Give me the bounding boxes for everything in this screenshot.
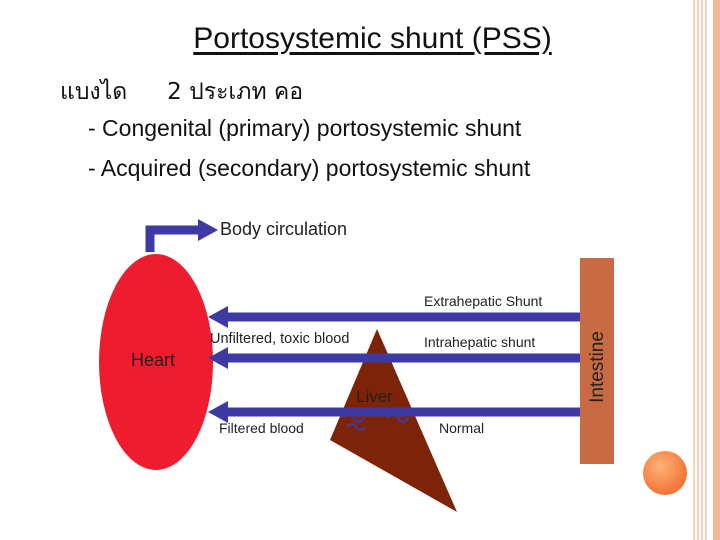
extrahepatic-arrowhead: [208, 306, 228, 328]
unfiltered-blood-label: Unfiltered, toxic blood: [210, 331, 349, 347]
normal-label: Normal: [439, 420, 484, 436]
decorative-orb: [643, 451, 687, 495]
slide-border-decoration: [693, 0, 720, 540]
extrahepatic-shunt-label: Extrahepatic Shunt: [424, 293, 542, 309]
heart-label: Heart: [131, 350, 175, 370]
intrahepatic-arrowhead: [208, 347, 228, 369]
subtitle-part-2: 2 ประเภท คอ: [167, 79, 304, 105]
filtered-blood-label: Filtered blood: [219, 420, 304, 436]
body-circulation-arrow: [145, 225, 200, 252]
intestine-label: Intestine: [587, 331, 608, 403]
body-circulation-label: Body circulation: [220, 219, 347, 239]
bullet-congenital: - Congenital (primary) portosystemic shu…: [88, 115, 522, 141]
intrahepatic-shunt-label: Intrahepatic shunt: [424, 334, 535, 350]
slide-title: Portosystemic shunt (PSS): [193, 22, 552, 55]
body-circulation-arrowhead: [198, 219, 218, 241]
liver-label: Liver: [356, 387, 393, 406]
subtitle-part-1: แบงได: [60, 79, 128, 105]
slide-subtitle: แบงได 2 ประเภท คอ: [60, 74, 303, 110]
liver-filter-squiggle-left: [343, 413, 366, 431]
normal-arrowhead: [208, 401, 228, 423]
liver-shape: [330, 329, 457, 512]
intestine-bar: [580, 258, 614, 464]
liver-filter-squiggle-right: [387, 413, 409, 423]
heart-shape: [99, 254, 213, 470]
bullet-acquired: - Acquired (secondary) portosystemic shu…: [88, 155, 531, 181]
